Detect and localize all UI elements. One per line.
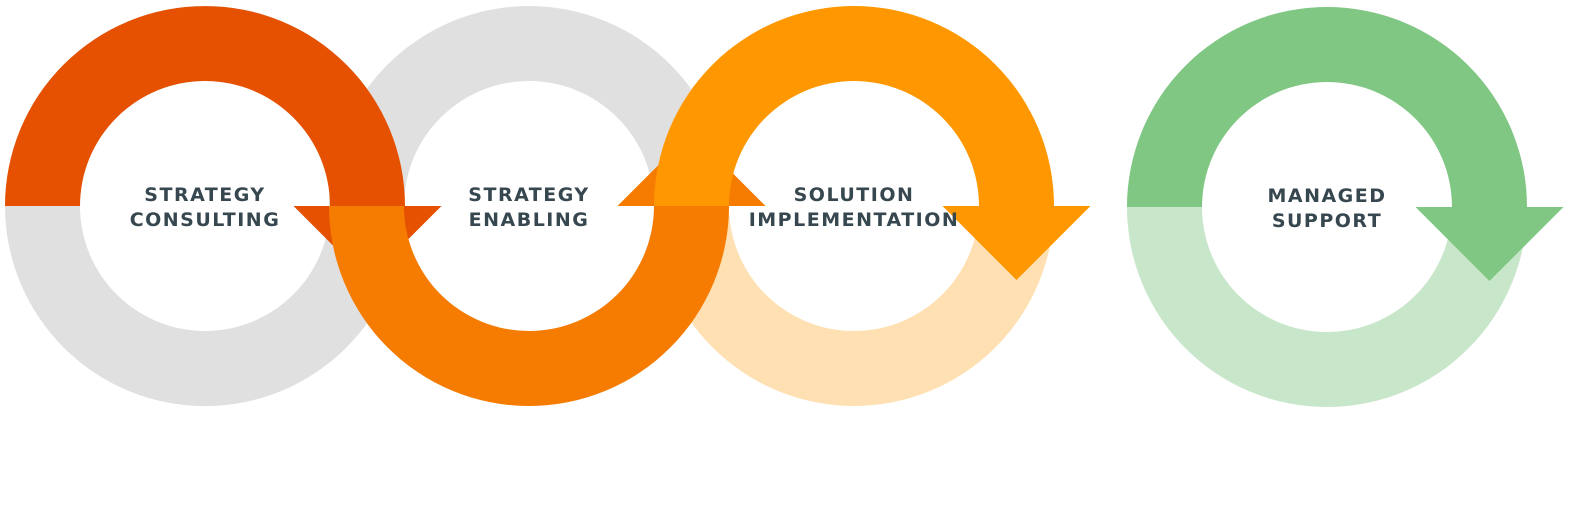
stage-label-line: SOLUTION <box>794 184 915 206</box>
stage-label-line: IMPLEMENTATION <box>749 209 960 231</box>
stage-strategy-enabling: STRATEGY ENABLING <box>468 184 590 231</box>
stage-label-line: ENABLING <box>469 209 590 231</box>
bottom-arc <box>329 206 729 406</box>
stage-label-line: CONSULTING <box>130 209 281 231</box>
stage-arc-solution-implementation <box>654 6 1091 280</box>
arrowhead-icon <box>1415 207 1564 281</box>
stage-label-line: STRATEGY <box>468 184 589 206</box>
top-arc <box>1127 7 1527 207</box>
stage-managed-support: MANAGED SUPPORT <box>1267 185 1386 232</box>
stage-strategy-consulting: STRATEGY CONSULTING <box>130 184 281 231</box>
stage-label-line: SUPPORT <box>1272 210 1382 232</box>
stage-arc-managed-support <box>1127 7 1564 281</box>
stage-label-line: MANAGED <box>1267 185 1386 207</box>
stage-solution-implementation: SOLUTION IMPLEMENTATION <box>749 184 960 231</box>
stage-label-line: STRATEGY <box>144 184 265 206</box>
colored-arcs <box>5 6 1564 406</box>
arrowhead-icon <box>942 206 1091 280</box>
top-arc <box>5 6 405 206</box>
stage-labels: STRATEGY CONSULTING STRATEGY ENABLING SO… <box>130 184 1386 232</box>
top-arc <box>654 6 1054 206</box>
